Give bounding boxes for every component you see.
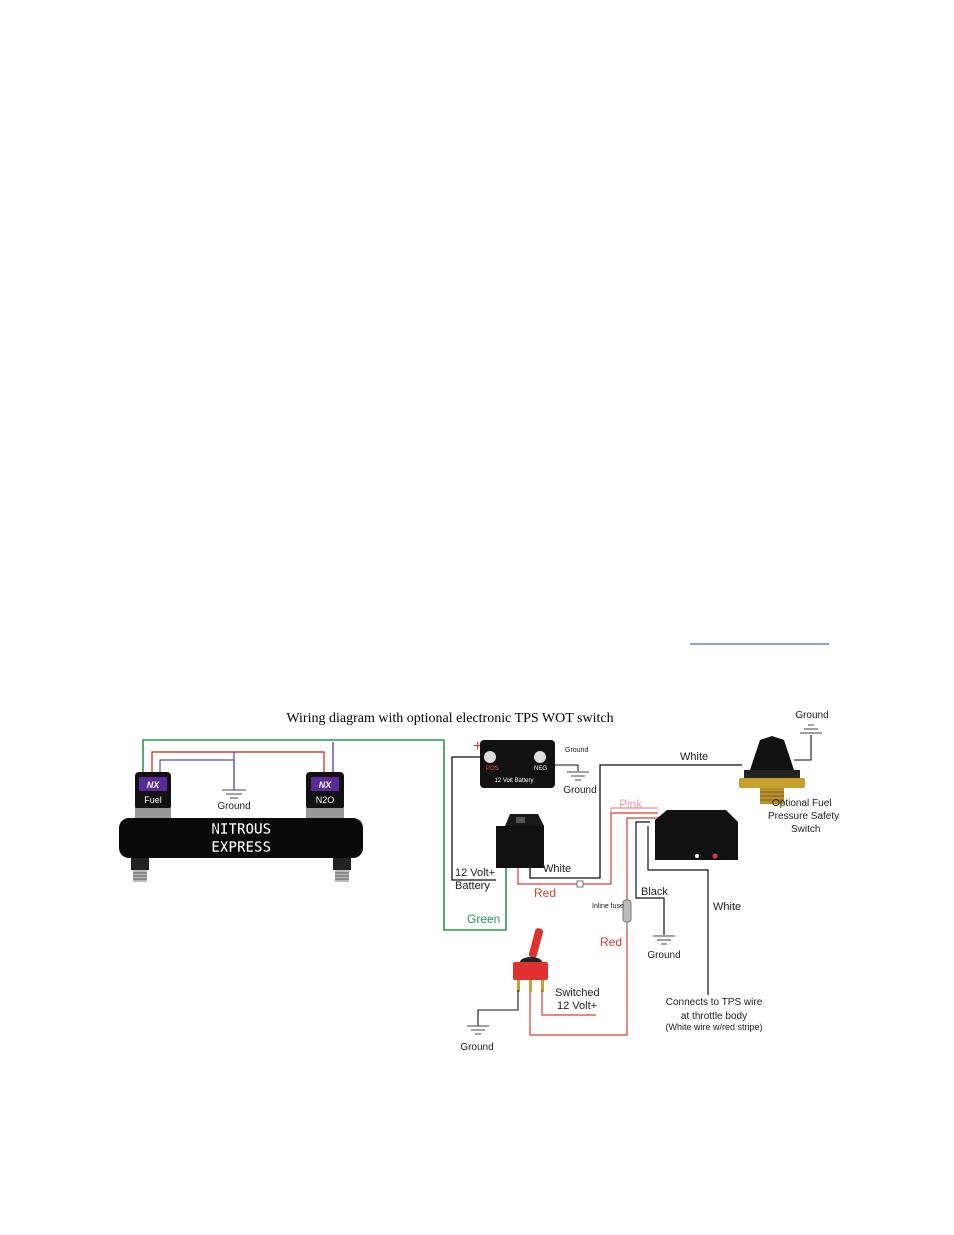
module-led-red [712,853,718,859]
switched-wire [541,990,596,1016]
n2o-solenoid: NX N2O [306,772,344,820]
inline-fuse [622,899,632,930]
fuel-badge-text: NX [147,780,160,790]
green-wire [142,739,507,931]
nx-badge-icon [139,777,167,791]
wot-switch-module [655,810,738,860]
left-ground-symbol [222,789,246,799]
module-ground-symbol [653,935,675,945]
logo-line2: EXPRESS [211,838,271,856]
white-relay-label: White [543,863,571,875]
toggle-switch [513,928,548,992]
pink-wire [610,807,658,813]
pressure-safety-switch [739,736,805,804]
battery-neg-label: NEG [534,766,547,772]
white-tps-label: White [713,901,741,913]
relay-label-line2: Battery [455,880,490,892]
red-fuse-label: Red [600,935,622,949]
right-fitting [333,858,351,870]
logo-line1: NITROUS [211,820,271,838]
left-ground-label: Ground [217,801,250,812]
pressure-switch-line2: Pressure Safety [768,811,839,822]
black-label: Black [641,886,668,898]
n2o-purple-wire [159,759,235,790]
relay [496,814,544,868]
nx-badge-icon [311,777,339,791]
tps-line1: Connects to TPS wire [666,997,763,1008]
nitrous-manifold: NITROUS EXPRESS [119,818,363,882]
battery: POS NEG 12 Volt Battery [480,740,555,788]
module-red-wire [529,817,658,1036]
switch-ground-symbol [467,1025,489,1035]
pressure-ground-label: Ground [795,710,828,721]
battery-ground-symbol [567,771,589,781]
battery-plus: + [473,738,482,755]
pos-terminal [484,751,496,763]
pressure-ground-wire [794,735,812,761]
black-wire [635,821,665,935]
battery-ground-small: Ground [565,747,588,754]
white-tps-wire [647,826,709,995]
red-relay-label: Red [534,886,556,900]
battery-pos-label: POS [486,766,499,772]
left-fitting [131,858,149,870]
pink-label: Pink [619,797,643,811]
neg-terminal [534,751,546,763]
pressure-switch-line1: Optional Fuel [772,798,831,809]
white-top-label: White [680,751,708,763]
pressure-switch-line3: Switch [791,824,820,835]
switch-ground-wire [477,990,519,1026]
battery-ground-lead [555,764,579,771]
fuel-solenoid: NX Fuel [135,772,171,820]
tps-line3: (White wire w/red stripe) [665,1022,762,1032]
diagram-title: Wiring diagram with optional electronic … [286,711,613,726]
module-ground-label: Ground [647,950,680,961]
red-relay-wire [517,812,658,885]
tps-line2: at throttle body [681,1011,747,1022]
green-label: Green [467,912,500,926]
pressure-ground-symbol [800,724,822,734]
battery-ground-label: Ground [563,785,596,796]
battery-name: 12 Volt Battery [494,778,533,784]
relay-label-line1: 12 Volt+ [455,867,495,879]
inline-fuse-label: Inline fuse [592,903,624,910]
relay-connector [576,880,584,888]
module-led-white [695,854,699,858]
n2o-solenoid-label: N2O [316,795,335,805]
switched-label-line2: 12 Volt+ [557,1000,597,1012]
n2o-badge-text: NX [319,780,332,790]
fuel-solenoid-label: Fuel [144,795,162,805]
switch-ground-label: Ground [460,1042,493,1053]
battery-feed-wire [451,756,496,881]
switched-label-line1: Switched [555,987,600,999]
white-wire-relay [529,764,742,879]
fuel-red-wire [151,751,325,775]
